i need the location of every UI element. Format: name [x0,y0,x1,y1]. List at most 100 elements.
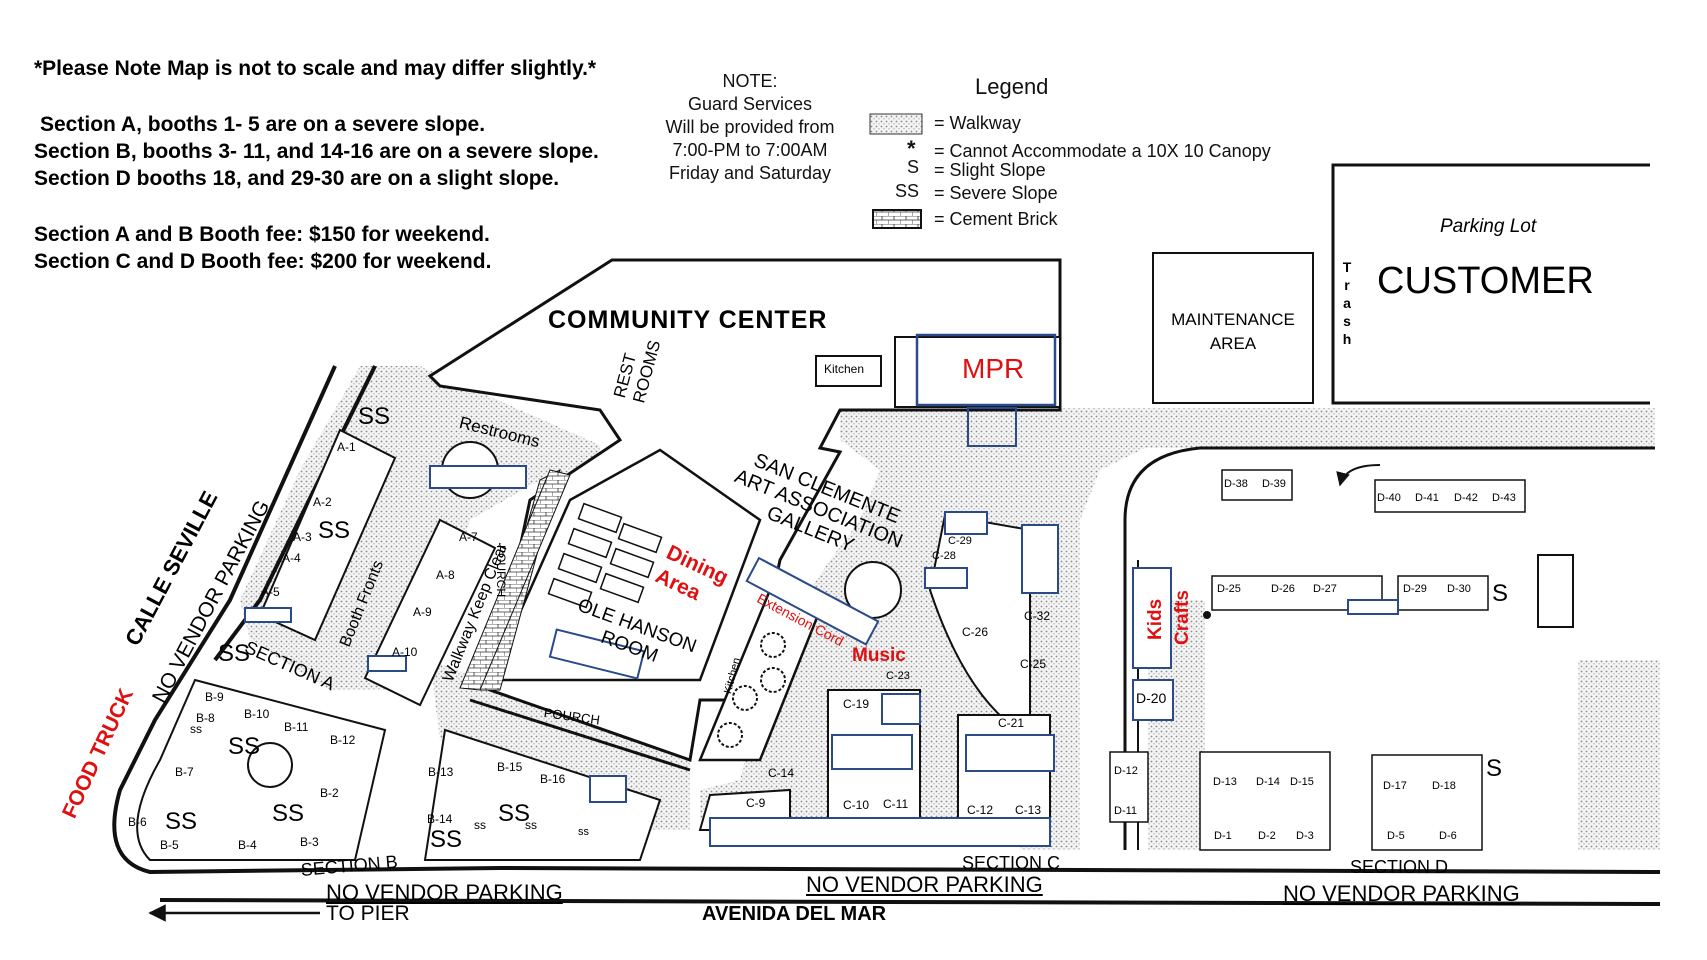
booth-c19-box [881,693,921,725]
mpr-entry-box [967,407,1017,447]
legend-title: Legend [975,74,1049,99]
legend-brick: = Cement Brick [934,209,1058,229]
traffic-arrow [1336,464,1381,487]
booth-label: C-14 [768,766,795,780]
slope-note-a: Section A, booths 1- 5 are on a severe s… [40,113,486,136]
fee-note-cd: Section C and D Booth fee: $200 for week… [34,250,492,273]
booth-label: C-10 [843,798,870,812]
booth-label: B-15 [497,760,523,774]
legend-canopy-symbol: * [907,136,916,161]
slope-note-d: Section D booths 18, and 29-30 are on a … [34,167,560,190]
booth-label: D-42 [1454,492,1478,504]
disclaimer-note: *Please Note Map is not to scale and may… [34,57,597,80]
booth-label: A-10 [392,645,418,659]
severe-slope-marker: SS [272,800,305,827]
mpr-label: MPR [962,353,1025,384]
section-d-booths-grid [1109,469,1526,851]
booth-label: C-28 [932,550,956,562]
kitchen-room [815,355,882,387]
booth-label: B-16 [540,772,566,786]
guard-note-line: Friday and Saturday [668,163,832,183]
avenida-del-mar-label: AVENIDA DEL MAR [702,903,887,925]
parking-lot-label: Parking Lot [1440,216,1537,237]
no-vendor-parking-b: NO VENDOR PARKING [326,880,563,905]
booth-a10-box [367,655,407,672]
customer-parking-lot [1331,163,1650,405]
severe-slope-marker-small: ss [578,826,589,838]
section-d-kiosk [1537,554,1574,628]
booth-label: A-2 [313,495,332,509]
booth-label: A-7 [459,530,478,544]
severe-slope-marker-small: ss [190,722,202,736]
slight-slope-marker: S [1486,755,1503,782]
shrubs [717,632,786,748]
section-c-label: SECTION C [962,853,1061,873]
booth-label: D-14 [1256,776,1280,788]
section-c-front-box [709,817,1051,847]
section-d-post [1203,611,1211,619]
trash-letter: h [1342,331,1352,347]
booth-label: D-20 [1136,690,1167,706]
booth-label: C-19 [843,697,870,711]
booth-label: A-4 [282,551,301,565]
severe-slope-marker-small: ss [525,818,537,832]
legend-slight: = Slight Slope [934,160,1046,180]
trash-letter: s [1343,313,1351,329]
booth-b16-box [589,775,627,803]
severe-slope-marker: SS [165,808,198,835]
booth-c21-box [965,734,1055,772]
booth-label: D-30 [1447,583,1471,595]
ole-hanson-box [548,628,646,680]
booth-label: A-9 [413,605,432,619]
legend-brick-swatch [872,209,922,229]
booth-label: A-8 [436,568,455,582]
booth-c32-box [1021,524,1059,594]
trash-letter: T [1342,259,1352,275]
legend-walkway: = Walkway [934,113,1021,133]
legend-walkway-swatch [869,113,923,135]
notes-block: *Please Note Map is not to scale and may… [34,54,599,277]
booth-label: C-29 [948,535,972,547]
booth-label: D-3 [1296,830,1314,842]
booth-label: A-1 [337,440,356,454]
booth-label: D-2 [1258,830,1276,842]
maintenance-label-line: MAINTENANCE [1171,310,1295,329]
booth-a5-box [244,607,292,623]
guard-note-line: 7:00-PM to 7:00AM [672,140,828,160]
booth-label: D-39 [1262,478,1286,490]
slope-note-b: Section B, booths 3- 11, and 14-16 are o… [34,140,599,163]
booth-label: C-11 [883,797,909,811]
booth-label: B-4 [238,838,257,852]
booth-label: B-8 [196,711,215,725]
booth-label: B-14 [427,812,453,826]
booth-label: D-15 [1290,776,1314,788]
no-vendor-parking-c: NO VENDOR PARKING [806,872,1043,897]
section-d-curb [1123,446,1655,850]
pourch-line [469,698,691,772]
booth-label: D-43 [1492,492,1516,504]
maintenance-label: MAINTENANCE AREA [1157,308,1309,356]
booth-label: C-21 [998,716,1025,730]
legend-canopy: = Cannot Accommodate a 10X 10 Canopy [934,141,1271,161]
booth-label: B-13 [428,765,454,779]
kids-crafts-box [1132,567,1172,669]
booth-label: B-2 [320,786,339,800]
booth-label: C-32 [1024,609,1051,623]
guard-note-line: NOTE: [722,71,778,91]
booth-label: D-40 [1377,492,1401,504]
booth-label: D-27 [1313,583,1337,595]
booth-label: B-3 [300,835,319,849]
booth-label: C-13 [1015,803,1042,817]
legend-slight-symbol: S [907,157,920,177]
booth-label: D-25 [1217,583,1241,595]
booth-label: B-11 [284,720,309,734]
booth-label: B-6 [128,815,147,829]
booth-label: A-5 [261,585,280,599]
no-vendor-parking-d: NO VENDOR PARKING [1283,881,1520,906]
booth-label: D-38 [1224,478,1248,490]
maintenance-area [1152,252,1314,404]
restroom-box [429,465,527,489]
booth-label: D-26 [1271,583,1295,595]
music-label: Music [852,645,906,666]
